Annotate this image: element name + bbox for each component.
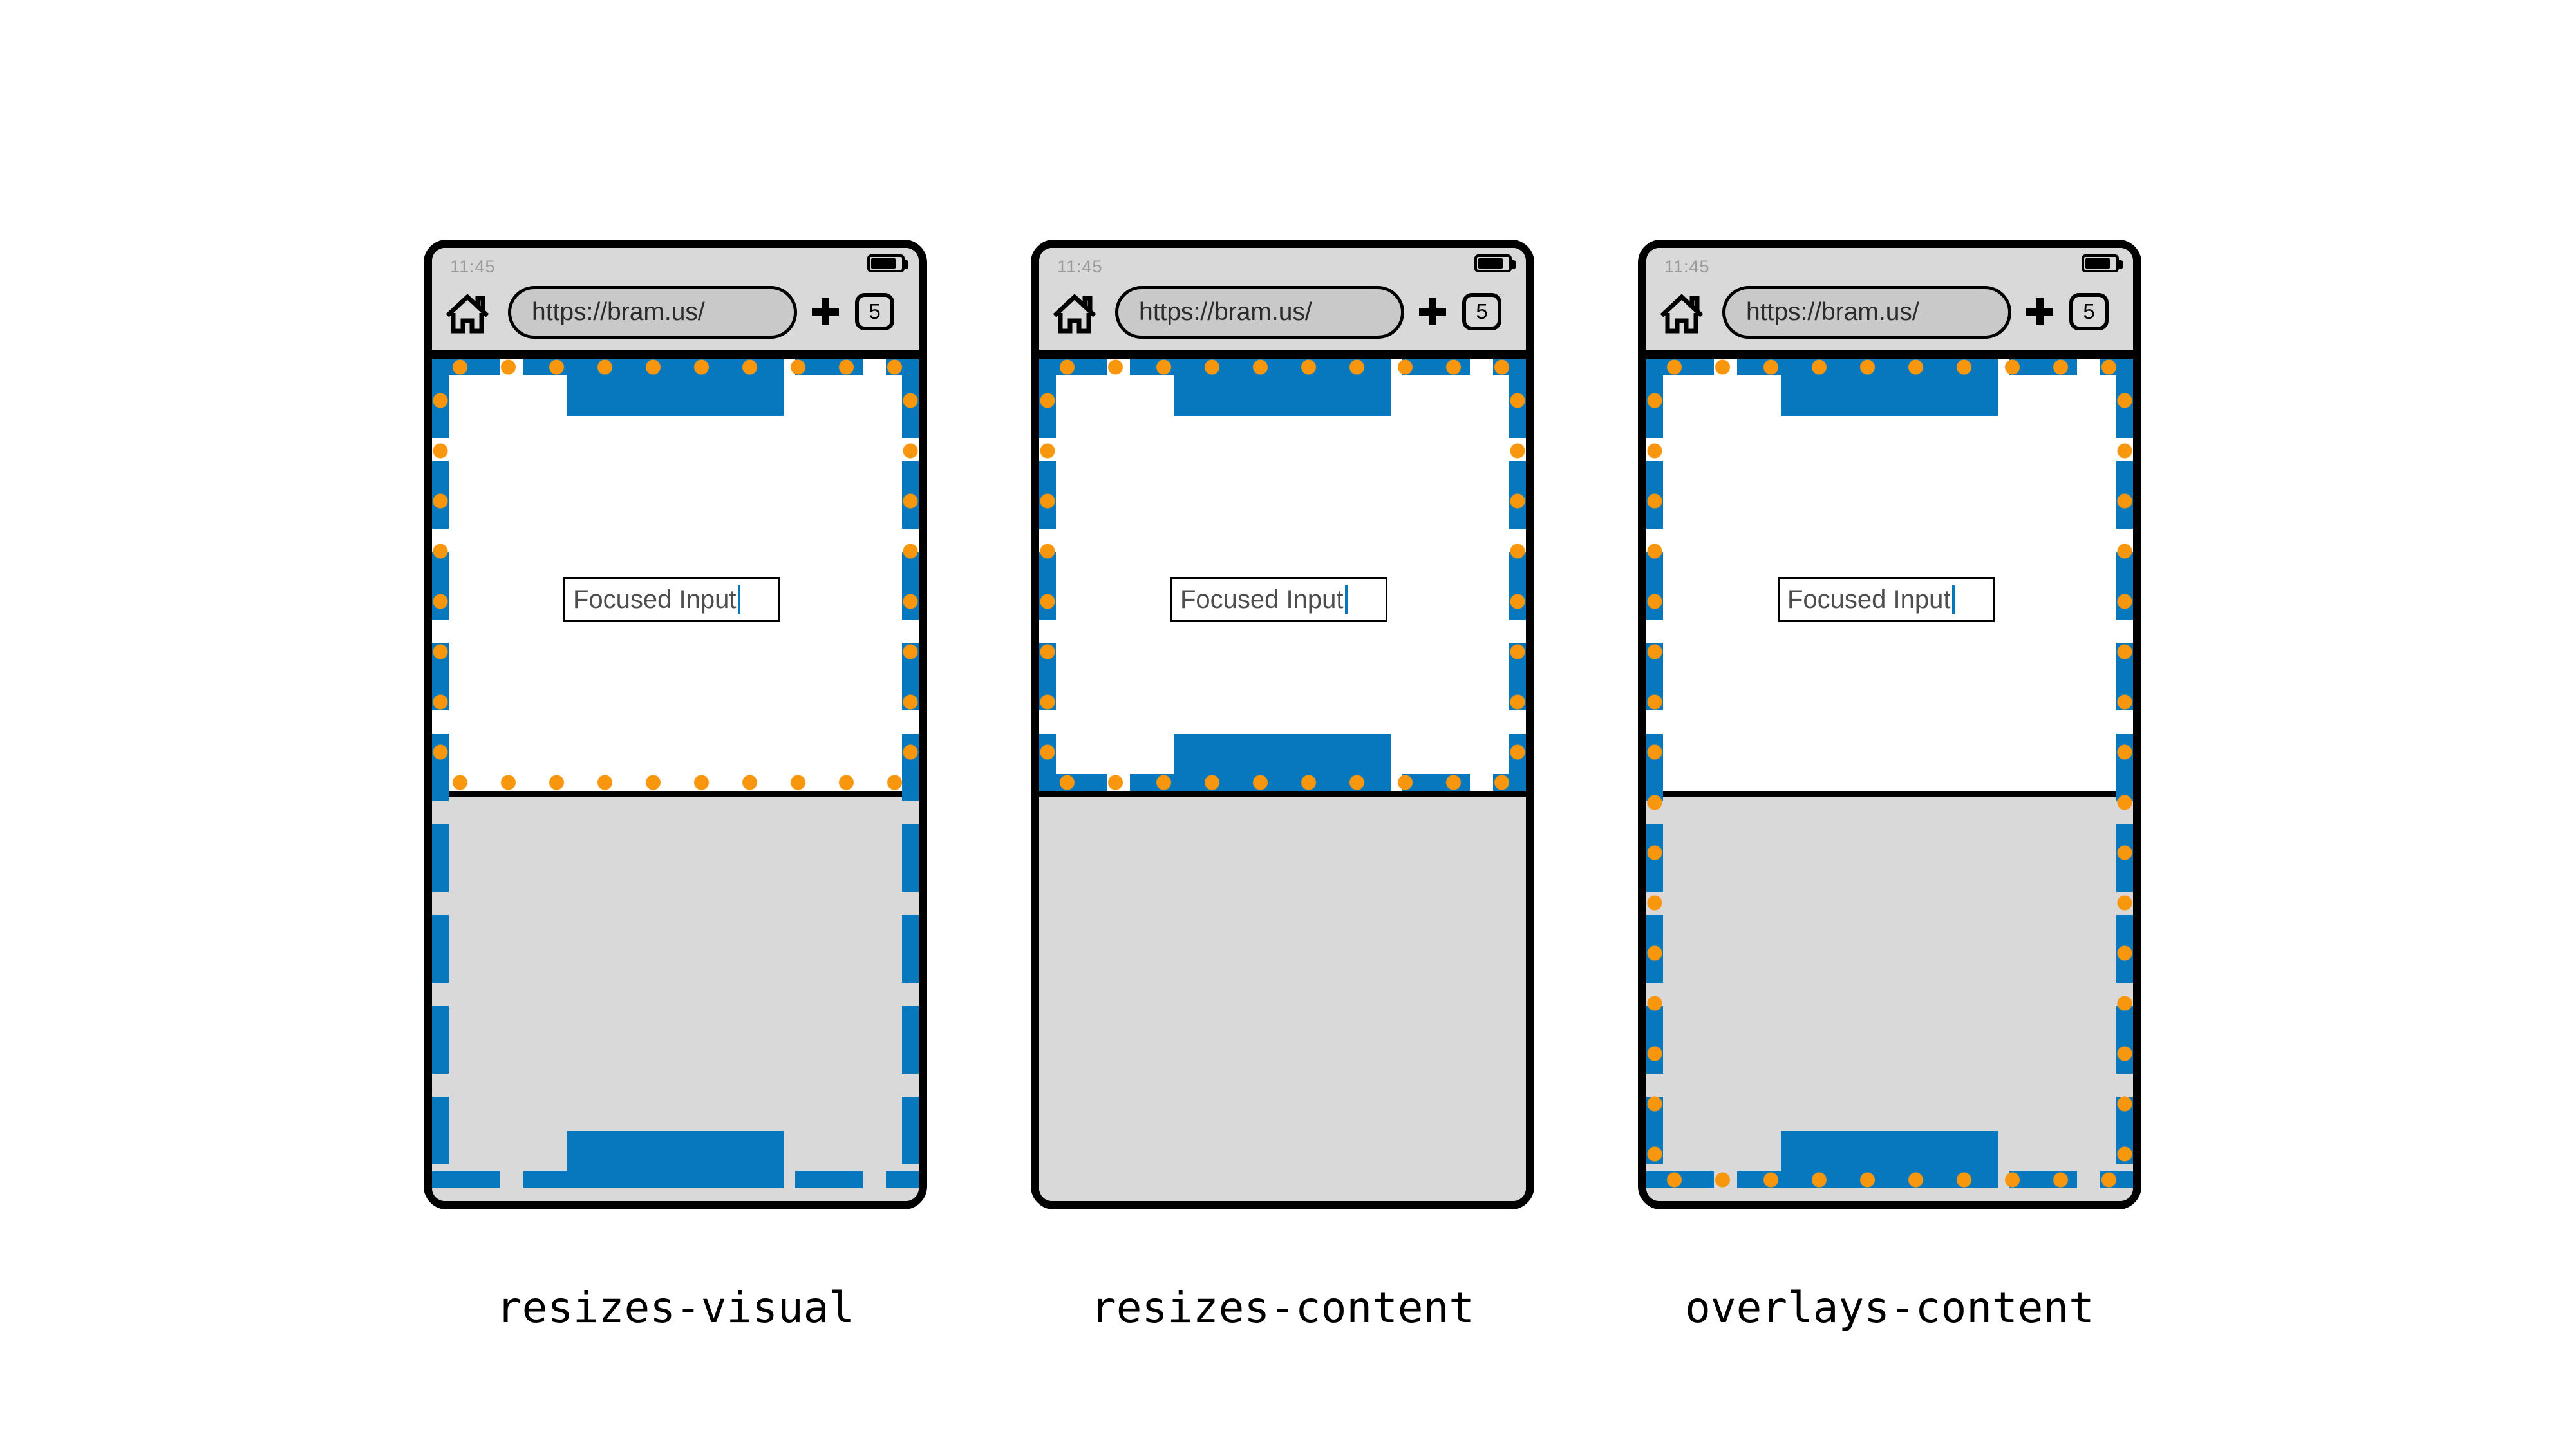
virtual-keyboard-area[interactable] [1039, 797, 1526, 1201]
browser-toolbar: https://bram.us/ 5 [1646, 285, 2133, 350]
visual-viewport-dots-left [1646, 359, 1663, 1188]
visual-viewport-dots-bottom [432, 774, 919, 791]
new-tab-plus-icon[interactable] [1418, 297, 1447, 327]
browser-chrome: 11:45 https://bram.us/ 5 [432, 248, 919, 350]
browser-toolbar: https://bram.us/ 5 [1039, 285, 1526, 350]
status-bar: 11:45 [1039, 248, 1526, 285]
tab-counter[interactable]: 5 [855, 293, 894, 330]
phone-mockup-overlays-content: 11:45 https://bram.us/ 5 [1638, 240, 2141, 1209]
chrome-divider [1039, 350, 1526, 359]
browser-chrome: 11:45 https://bram.us/ 5 [1039, 248, 1526, 350]
home-icon[interactable] [1659, 293, 1704, 334]
tab-count-label: 5 [869, 299, 881, 323]
page-background [1039, 359, 1526, 791]
input-value: Focused Input [573, 585, 737, 614]
visual-viewport-dots-right [1509, 359, 1526, 791]
tab-counter[interactable]: 5 [1462, 293, 1501, 330]
url-bar[interactable]: https://bram.us/ [1115, 286, 1404, 339]
status-bar: 11:45 [1646, 248, 2133, 285]
focused-input[interactable]: Focused Input [1778, 577, 1995, 622]
url-text: https://bram.us/ [1746, 298, 1919, 326]
browser-chrome: 11:45 https://bram.us/ 5 [1646, 248, 2133, 350]
new-tab-plus-icon[interactable] [811, 297, 840, 327]
visual-viewport-dots-left [1039, 359, 1056, 791]
page-background [432, 359, 919, 791]
battery-icon [867, 254, 908, 272]
text-caret [737, 585, 740, 614]
keyboard-top-edge [1646, 791, 2133, 797]
url-bar[interactable]: https://bram.us/ [1722, 286, 2011, 339]
visual-viewport-dots-bottom [1039, 774, 1526, 791]
url-text: https://bram.us/ [1139, 298, 1312, 326]
keyboard-top-edge [432, 791, 919, 797]
text-caret [1344, 585, 1348, 614]
battery-icon [2082, 254, 2123, 272]
browser-toolbar: https://bram.us/ 5 [432, 285, 919, 350]
input-value: Focused Input [1787, 585, 1951, 614]
focused-input[interactable]: Focused Input [1170, 577, 1387, 622]
phone-screen: 11:45 https://bram.us/ 5 [432, 248, 919, 1201]
visual-viewport-dots-left [432, 359, 449, 791]
url-text: https://bram.us/ [532, 298, 705, 326]
keyboard-top-edge [1039, 791, 1526, 797]
visual-viewport-dots-right [2116, 359, 2133, 1188]
phone-mockup-resizes-content: 11:45 https://bram.us/ 5 [1031, 240, 1534, 1209]
chrome-divider [1646, 350, 2133, 359]
visual-viewport-dots-top [1646, 359, 2133, 375]
url-bar[interactable]: https://bram.us/ [508, 286, 797, 339]
caption-resizes-visual: resizes-visual [496, 1283, 855, 1332]
status-time: 11:45 [1057, 257, 1103, 276]
focused-input[interactable]: Focused Input [563, 577, 780, 622]
home-icon[interactable] [1052, 293, 1097, 334]
page-background [1646, 359, 2133, 791]
status-time: 11:45 [450, 257, 496, 276]
visual-viewport-dots-top [432, 359, 919, 375]
caption-resizes-content: resizes-content [1090, 1283, 1475, 1332]
visual-viewport-dots-right [902, 359, 919, 791]
page-footer-block [567, 1131, 784, 1188]
status-bar: 11:45 [432, 248, 919, 285]
new-tab-plus-icon[interactable] [2025, 297, 2054, 327]
visual-viewport-dots-top [1039, 359, 1526, 375]
caption-overlays-content: overlays-content [1685, 1283, 2094, 1332]
phone-screen: 11:45 https://bram.us/ 5 [1646, 248, 2133, 1201]
chrome-divider [432, 350, 919, 359]
home-icon[interactable] [445, 293, 490, 334]
status-time: 11:45 [1664, 257, 1710, 276]
phone-screen: 11:45 https://bram.us/ 5 [1039, 248, 1526, 1201]
visual-viewport-dots-bottom [1646, 1171, 2133, 1188]
tab-count-label: 5 [1476, 299, 1488, 323]
tab-counter[interactable]: 5 [2069, 293, 2109, 330]
text-caret [1951, 585, 1955, 614]
battery-icon [1474, 254, 1516, 272]
tab-count-label: 5 [2083, 299, 2095, 323]
phone-mockup-resizes-visual: 11:45 https://bram.us/ 5 [424, 240, 927, 1209]
input-value: Focused Input [1180, 585, 1344, 614]
